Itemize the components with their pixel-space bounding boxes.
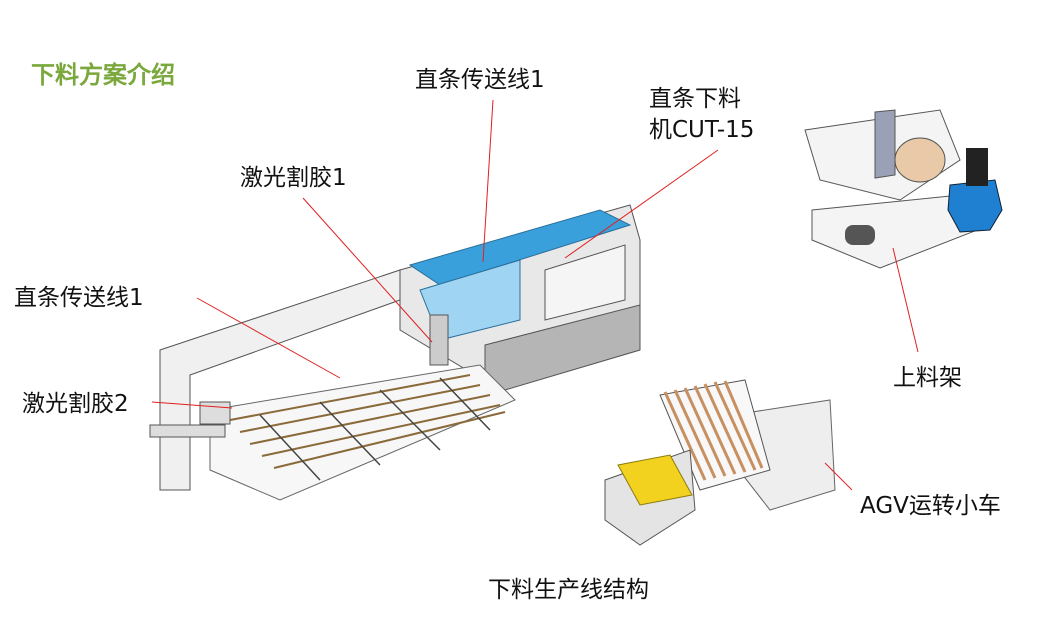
loading-rack-illustration xyxy=(804,109,1003,269)
label-agv: AGV运转小车 xyxy=(860,493,1001,519)
leader-laser1 xyxy=(302,197,433,343)
leader-loading-rack xyxy=(892,247,919,353)
label-cutter-line1: 直条下料 xyxy=(649,86,741,112)
leader-conveyor-top xyxy=(482,99,494,263)
leader-conveyor-left xyxy=(196,297,341,379)
label-laser1: 激光割胶1 xyxy=(240,165,347,191)
leader-agv xyxy=(824,462,853,491)
agv-illustration xyxy=(604,379,836,546)
slide-title: 下料方案介绍 xyxy=(31,61,175,89)
label-cutter-line2: 机CUT-15 xyxy=(649,117,755,143)
label-laser2: 激光割胶2 xyxy=(22,391,129,417)
label-conveyor-top: 直条传送线1 xyxy=(415,67,545,93)
leader-cutter xyxy=(564,149,719,259)
leader-laser2 xyxy=(151,401,233,409)
label-loading-rack: 上料架 xyxy=(893,365,962,391)
main-machine-illustration xyxy=(149,204,641,501)
diagram-caption: 下料生产线结构 xyxy=(488,577,649,603)
label-conveyor-left: 直条传送线1 xyxy=(14,285,144,311)
